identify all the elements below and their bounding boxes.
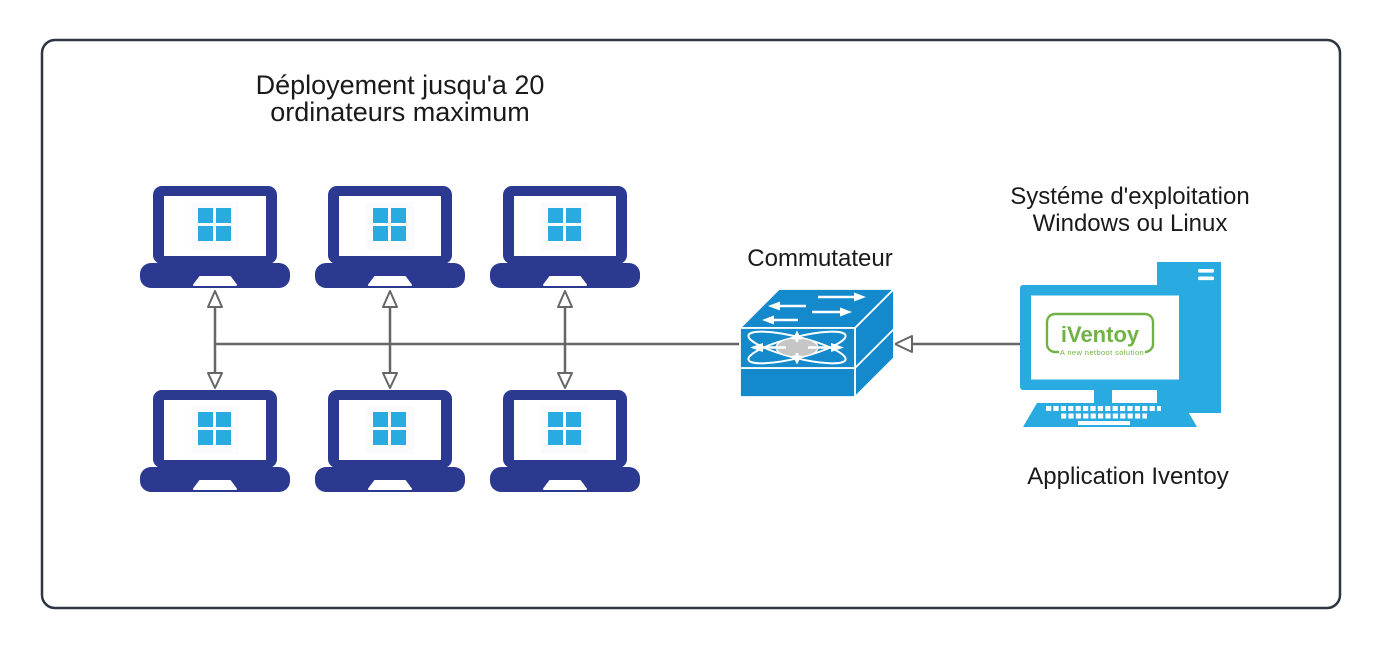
laptop-icon <box>489 185 641 289</box>
network-bus <box>207 290 1023 389</box>
switch-top-arrows-icon <box>762 292 866 325</box>
os-label-line1: Systéme d'exploitation <box>1010 183 1249 210</box>
switch-front-arrows-icon <box>750 330 844 365</box>
deployment-title-line2: ordinateurs maximum <box>270 97 530 127</box>
down-arrow-connector <box>207 342 573 389</box>
arrowhead-up-icon <box>207 290 223 308</box>
pc-to-switch-connector <box>894 335 1023 353</box>
arrowhead-left-icon <box>894 335 913 353</box>
iventoy-logo-text: iVentoy <box>1061 322 1140 347</box>
laptop-icon <box>489 389 641 493</box>
deployment-title-line1: Déployement jusqu'a 20 <box>256 70 545 100</box>
switch-label: Commutateur <box>747 245 892 272</box>
arrowhead-down-icon <box>557 372 573 389</box>
os-label-line2: Windows ou Linux <box>1033 210 1228 237</box>
laptop-icon <box>139 389 291 493</box>
laptop-icon <box>314 185 466 289</box>
iventoy-logo: iVentoy A new netboot solution <box>1045 312 1155 357</box>
application-label: Application Iventoy <box>1027 463 1228 490</box>
desktop-computer-icon: iVentoy A new netboot solution <box>1020 262 1221 427</box>
up-arrow-connector <box>207 290 573 346</box>
iventoy-logo-tagline: A new netboot solution <box>1060 348 1144 357</box>
laptop-icon <box>314 389 466 493</box>
arrowhead-up-icon <box>382 290 398 308</box>
arrowhead-up-icon <box>557 290 573 308</box>
canvas-border <box>40 38 1342 610</box>
arrowhead-down-icon <box>382 372 398 389</box>
arrowhead-down-icon <box>207 372 223 389</box>
switch-icon <box>739 288 895 398</box>
laptop-icon <box>139 185 291 289</box>
